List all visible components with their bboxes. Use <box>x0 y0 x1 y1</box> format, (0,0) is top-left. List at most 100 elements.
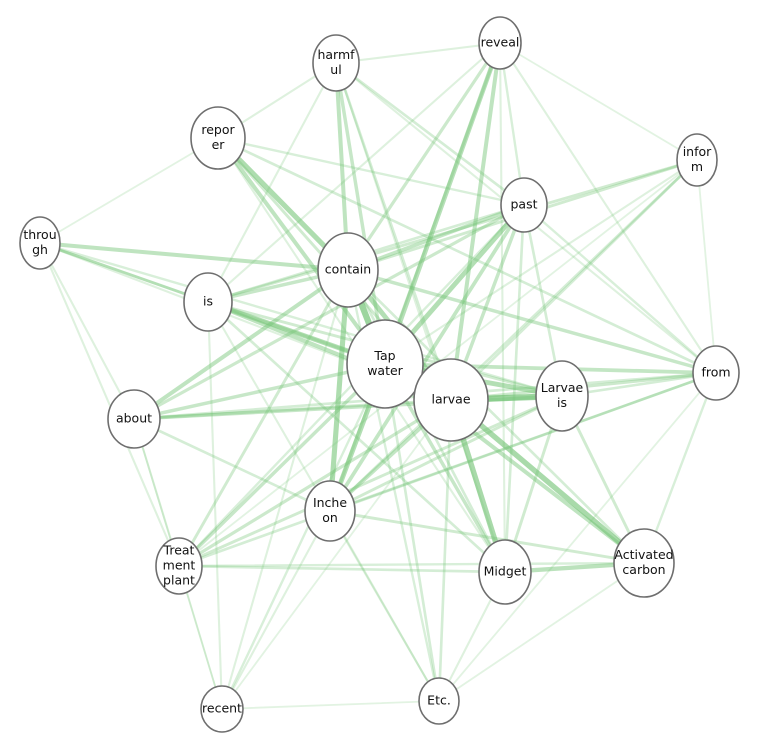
node-circle-harmful <box>312 34 360 92</box>
node-is: is <box>183 272 233 332</box>
edge-harmful-larvae <box>334 61 453 402</box>
node-circle-from <box>692 345 740 401</box>
edge-harmful-tap-water <box>334 61 387 366</box>
node-etc: Etc. <box>418 677 460 725</box>
edge-recent-etc <box>221 700 440 710</box>
node-label-midget-0: Midget <box>484 564 527 579</box>
edge-past-midget <box>503 203 526 574</box>
edge-treatment-plant-midget <box>177 564 507 574</box>
node-circle-activated-carbon <box>613 528 675 598</box>
edge-about-past <box>132 203 526 421</box>
node-label-inform-1: m <box>691 159 703 174</box>
node-from: from <box>692 345 740 401</box>
node-circle-is <box>183 272 233 332</box>
edge-through-reporter <box>39 137 219 244</box>
edge-etc-activated-carbon <box>438 562 645 702</box>
node-label-incheon-1: on <box>322 510 338 525</box>
node-past: past <box>500 177 548 233</box>
edge-reveal-larvae <box>448 40 503 403</box>
node-label-etc-0: Etc. <box>427 693 451 708</box>
edge-larvae-activated-carbon <box>448 397 647 566</box>
edge-treatment-plant-tap-water <box>177 362 387 568</box>
node-label-larvae-0: larvae <box>431 392 470 407</box>
edge-reveal-midget <box>498 41 507 574</box>
node-circle-contain <box>317 232 379 308</box>
edge-inform-is <box>206 158 699 304</box>
edge-from-incheon <box>328 371 718 513</box>
node-circle-etc <box>418 677 460 725</box>
node-label-larvae-is-1: is <box>557 395 567 410</box>
node-label-activated-carbon-1: carbon <box>622 562 665 577</box>
edge-etc-larvae <box>437 398 453 703</box>
node-label-reveal-0: reveal <box>481 35 520 50</box>
node-label-inform-0: infor <box>683 144 712 159</box>
edge-reveal-from <box>498 41 718 375</box>
edge-about-incheon <box>132 417 332 513</box>
node-circle-larvae <box>413 358 489 442</box>
node-label-tap-water-1: water <box>367 363 403 378</box>
edge-recent-incheon <box>220 509 332 711</box>
node-label-harmful-0: harmf <box>317 47 355 62</box>
node-recent: recent <box>200 685 244 733</box>
edge-reveal-is <box>206 41 502 304</box>
edge-from-etc <box>438 372 717 702</box>
node-contain: contain <box>317 232 379 308</box>
edge-reveal-tap-water <box>382 40 503 367</box>
node-circle-inform <box>676 133 718 187</box>
edge-harmful-reveal <box>334 41 502 65</box>
node-circle-midget <box>478 539 532 605</box>
node-label-tap-water-0: Tap <box>373 348 395 363</box>
node-circle-past <box>500 177 548 233</box>
edge-contain-incheon <box>327 267 351 514</box>
node-midget: Midget <box>478 539 532 605</box>
edge-recent-tap-water <box>220 362 387 711</box>
edge-reporter-past <box>216 136 526 207</box>
edge-activated-carbon-contain <box>346 268 646 565</box>
node-circle-tap-water <box>346 319 424 409</box>
node-label-recent-0: recent <box>202 701 242 716</box>
node-label-through-1: gh <box>32 242 48 257</box>
edge-reporter-tap-water <box>215 135 388 367</box>
edge-harmful-is <box>206 61 338 304</box>
node-circle-larvae-is <box>535 360 589 432</box>
edge-treatment-plant-contain <box>177 268 350 568</box>
node-label-reporter-0: repor <box>201 122 235 137</box>
edge-incheon-activated-carbon <box>328 509 646 565</box>
node-circle-reveal <box>478 16 522 70</box>
edge-recent-larvae <box>221 399 452 710</box>
node-label-treatment-plant-0: Treat <box>163 543 195 558</box>
edge-about-larvae-is <box>132 394 564 421</box>
node-label-about-0: about <box>116 411 152 426</box>
edge-through-is <box>38 241 210 304</box>
edge-through-treatment-plant <box>38 241 181 568</box>
node-reveal: reveal <box>478 16 522 70</box>
edge-harmful-past <box>334 61 526 207</box>
edge-inform-larvae <box>449 158 699 402</box>
edge-past-incheon <box>328 203 526 513</box>
edge-about-contain <box>131 267 351 422</box>
node-about: about <box>107 389 161 449</box>
edge-etc-incheon <box>328 509 441 703</box>
edge-treatment-plant-larvae-is <box>177 394 564 568</box>
edge-treatment-plant-activated-carbon <box>177 561 646 568</box>
edge-reveal-inform <box>499 42 698 161</box>
edge-from-contain <box>346 268 718 375</box>
edge-inform-incheon <box>328 158 699 513</box>
edge-inform-tap-water <box>383 158 699 366</box>
edge-recent-is <box>206 300 224 711</box>
node-label-activated-carbon-0: Activated <box>614 547 673 562</box>
node-label-incheon-0: Inche <box>313 495 347 510</box>
edge-harmful-midget <box>334 61 507 574</box>
edge-is-midget <box>206 300 507 574</box>
edge-past-from <box>522 203 718 375</box>
node-label-from-0: from <box>701 365 730 380</box>
